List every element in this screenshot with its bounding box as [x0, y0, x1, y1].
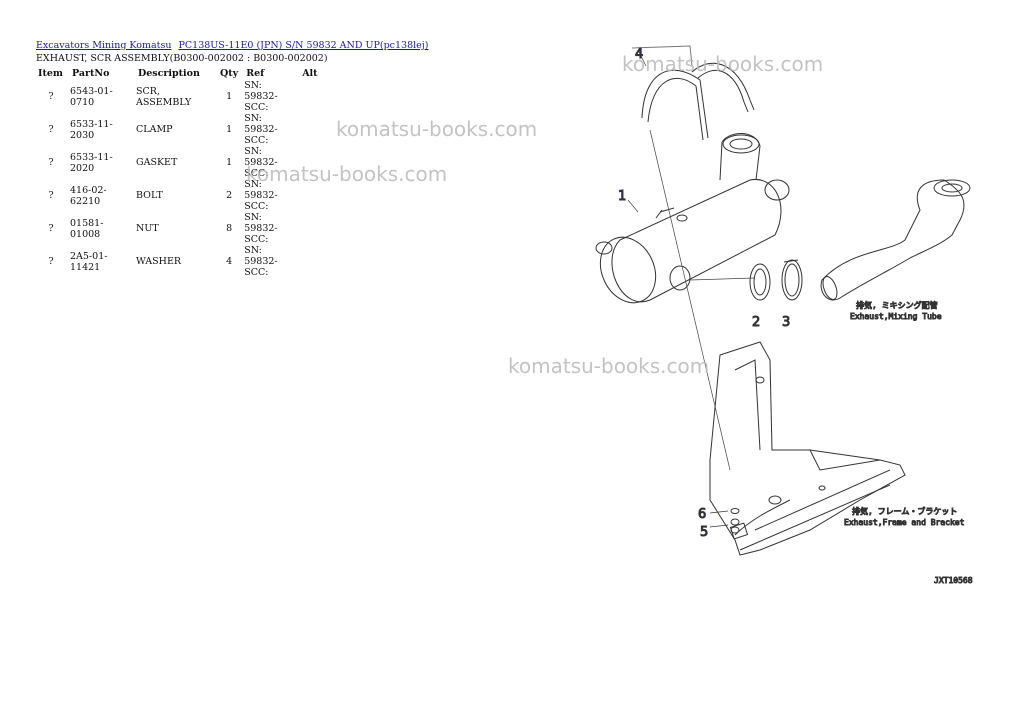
cell-item: ?: [48, 190, 54, 201]
table-row: ? 6533-11-2030 CLAMP 1 SN: 59832-SCC:: [34, 113, 322, 146]
ref-scc: SCC:: [244, 102, 269, 113]
cell-partno: 6533-11-2030: [70, 118, 113, 141]
cell-ref: SN: 59832-SCC:: [242, 212, 298, 245]
callout-1: 1: [618, 189, 626, 204]
watermark-3: komatsu-books.com: [246, 162, 448, 186]
mixing-tube-label-en: Exhaust,Mixing Tube: [850, 312, 942, 321]
cell-partno: 6543-01-0710: [70, 85, 113, 108]
page-subtitle: EXHAUST, SCR ASSEMBLY(B0300-002002 : B03…: [36, 53, 328, 64]
cell-alt: [298, 245, 321, 278]
ref-sn: SN: 59832-: [244, 179, 278, 201]
cell-alt: [298, 80, 321, 113]
breadcrumb: Excavators Mining Komatsu PC138US-11E0 (…: [36, 40, 432, 51]
header-alt: Alt: [302, 67, 318, 79]
callout-4: 4: [635, 47, 643, 62]
part-frame-bracket: [709, 341, 906, 556]
ref-scc: SCC:: [244, 168, 269, 179]
ref-scc: SCC:: [244, 201, 269, 212]
callout-6: 6: [698, 507, 706, 522]
ref-scc: SCC:: [244, 135, 269, 146]
cell-item: ?: [48, 256, 54, 267]
watermark-2: komatsu-books.com: [336, 117, 538, 141]
cell-description: BOLT: [136, 190, 163, 201]
cell-qty: 8: [226, 223, 233, 234]
table-row: ? 416-02-62210 BOLT 2 SN: 59832-SCC:: [34, 179, 322, 212]
header-item: Item: [38, 67, 63, 79]
cell-ref: SN: 59832-SCC:: [242, 179, 298, 212]
cell-partno: 2A5-01-11421: [70, 250, 108, 273]
cell-qty: 2: [226, 190, 233, 201]
ref-scc: SCC:: [244, 234, 269, 245]
ref-sn: SN: 59832-: [244, 113, 278, 135]
frame-label-jp: 排気, フレーム・ブラケット: [852, 506, 957, 516]
parts-table: Item PartNo Description Qty Ref Alt ? 65…: [34, 66, 322, 279]
cell-description: NUT: [136, 223, 159, 234]
frame-label-en: Exhaust,Frame and Bracket: [844, 518, 965, 527]
cell-qty: 1: [226, 91, 233, 102]
ref-scc: SCC:: [244, 267, 269, 278]
mixing-tube-label-jp: 排気, ミキシング配管: [856, 300, 938, 310]
watermark-4: komatsu-books.com: [508, 354, 710, 378]
part-clamp: [781, 259, 803, 301]
cell-ref: SN: 59832-SCC:: [242, 113, 298, 146]
cell-description: SCR, ASSEMBLY: [136, 85, 192, 108]
parts-diagram: 1 2 3 4 5 6 排気, ミキシング配管 Exhaust,Mixing T…: [595, 45, 973, 586]
part-mixing-tube: [820, 179, 971, 301]
cell-qty: 1: [226, 157, 233, 168]
cell-qty: 1: [226, 124, 233, 135]
header-partno: PartNo: [72, 67, 110, 79]
breadcrumb-link-model[interactable]: PC138US-11E0 (JPN) S/N 59832 AND UP(pc13…: [178, 40, 429, 51]
cell-alt: [298, 113, 321, 146]
cell-partno: 416-02-62210: [70, 184, 107, 207]
callout-5: 5: [700, 525, 708, 540]
table-header-row: Item PartNo Description Qty Ref Alt: [34, 66, 322, 80]
header-description: Description: [138, 67, 200, 79]
cell-ref: SN: 59832-SCC:: [242, 146, 298, 179]
part-gasket: [749, 263, 771, 301]
header-ref: Ref: [246, 67, 265, 79]
leader-lines: [627, 49, 756, 471]
watermark-1: komatsu-books.com: [622, 52, 824, 76]
cell-item: ?: [48, 91, 54, 102]
table-row: ? 2A5-01-11421 WASHER 4 SN: 59832-SCC:: [34, 245, 322, 278]
part-nut-washer: [709, 508, 740, 534]
cell-qty: 4: [226, 256, 233, 267]
table-row: ? 6543-01-0710 SCR, ASSEMBLY 1 SN: 59832…: [34, 80, 322, 113]
cell-item: ?: [48, 124, 54, 135]
cell-alt: [298, 212, 321, 245]
cell-description: WASHER: [136, 256, 182, 267]
ref-sn: SN: 59832-: [244, 80, 278, 102]
drawing-code: JXT10568: [934, 576, 973, 585]
callout-2: 2: [752, 315, 760, 330]
ref-sn: SN: 59832-: [244, 245, 278, 267]
cell-item: ?: [48, 157, 54, 168]
table-row: ? 6533-11-2020 GASKET 1 SN: 59832-SCC:: [34, 146, 322, 179]
part-scr-assembly: [595, 133, 790, 304]
cell-item: ?: [48, 223, 54, 234]
cell-ref: SN: 59832-SCC:: [242, 80, 298, 113]
cell-description: GASKET: [136, 157, 178, 168]
callout-3: 3: [782, 315, 790, 330]
cell-description: CLAMP: [136, 124, 173, 135]
ref-sn: SN: 59832-: [244, 212, 278, 234]
ref-sn: SN: 59832-: [244, 146, 278, 168]
part-u-bolt: [631, 45, 755, 141]
cell-ref: SN: 59832-SCC:: [242, 245, 298, 278]
breadcrumb-link-category[interactable]: Excavators Mining Komatsu: [36, 40, 172, 51]
cell-partno: 6533-11-2020: [70, 151, 113, 174]
header-qty: Qty: [220, 67, 239, 79]
table-row: ? 01581-01008 NUT 8 SN: 59832-SCC:: [34, 212, 322, 245]
cell-partno: 01581-01008: [70, 217, 104, 240]
